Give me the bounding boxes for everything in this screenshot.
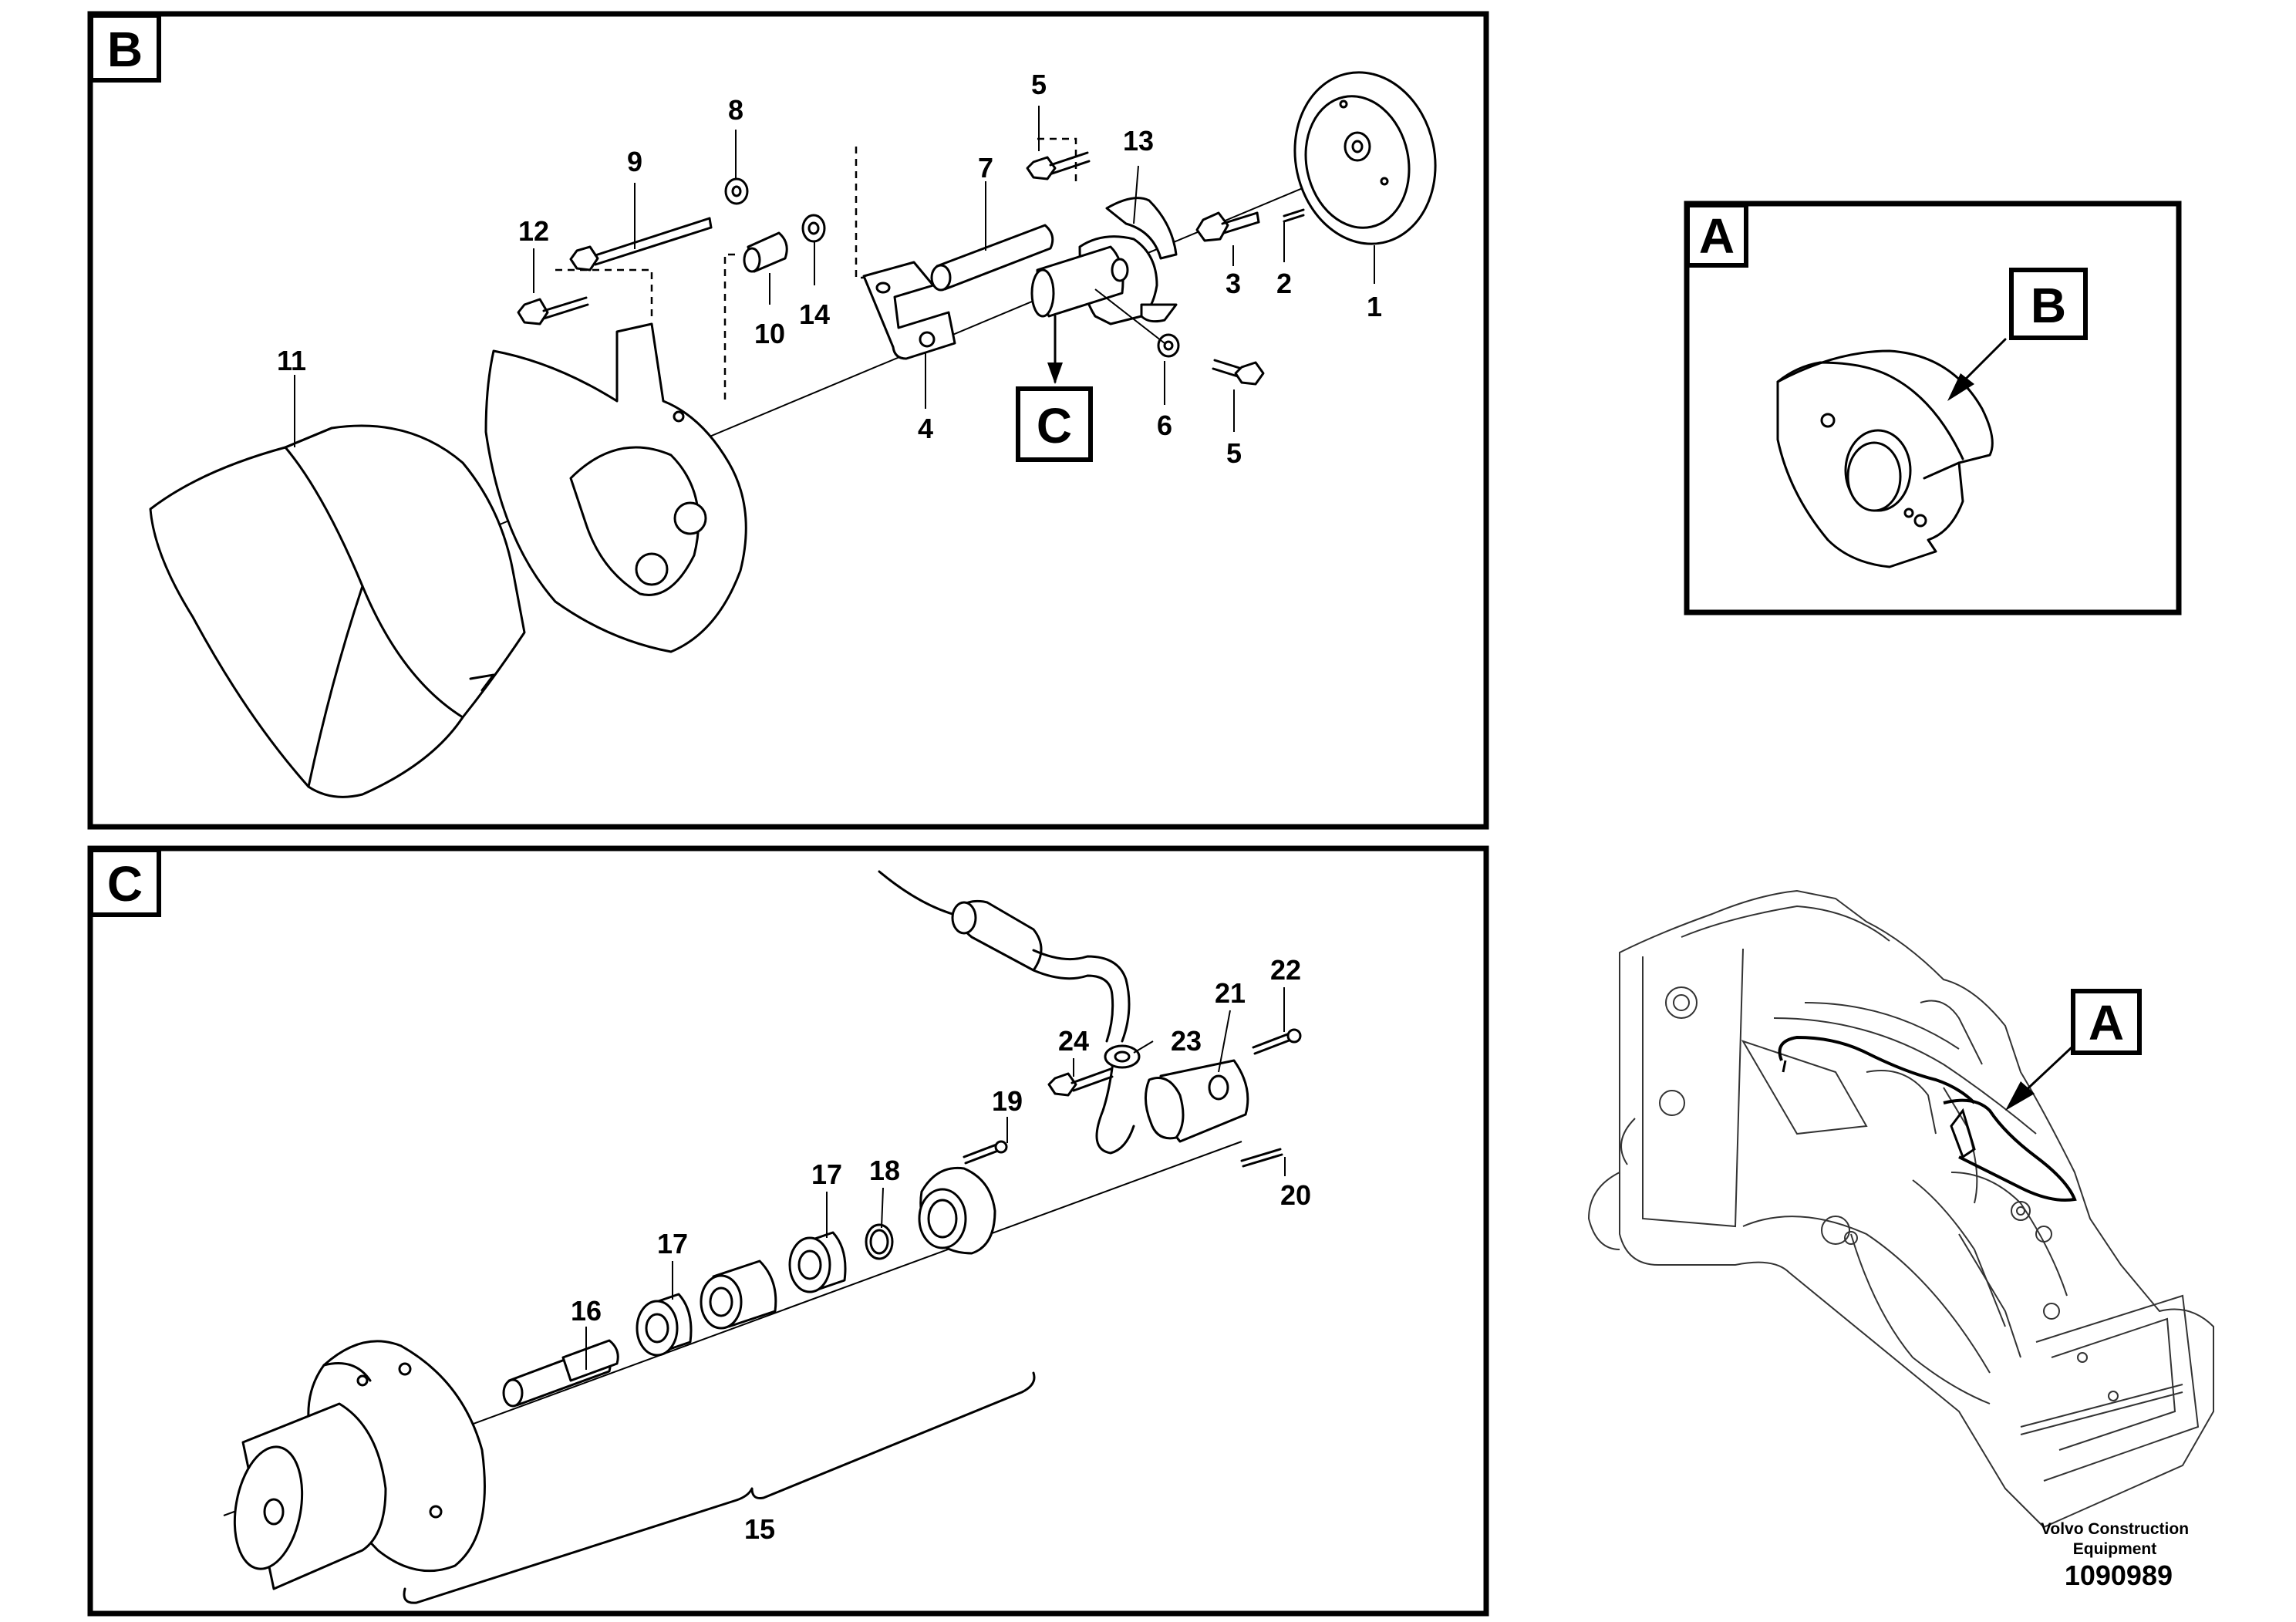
callout-15: 15 <box>744 1513 775 1545</box>
callout-13: 13 <box>1123 125 1154 157</box>
drawing-number: 1090989 <box>2064 1560 2173 1591</box>
callout-14: 14 <box>799 298 830 330</box>
panel-b-leaders <box>294 106 1375 447</box>
bolt-12-part <box>517 296 589 325</box>
panel-a-tag: A <box>1699 208 1735 264</box>
callout-11: 11 <box>277 345 306 376</box>
washer-6-part <box>1157 333 1180 358</box>
guard-cover-part <box>149 424 526 798</box>
callout-12: 12 <box>518 215 549 247</box>
bearing-17-left-part <box>636 1293 693 1357</box>
detail-b-reference: B <box>2031 278 2066 333</box>
callout-22: 22 <box>1270 954 1301 986</box>
sensor-21-part <box>1145 1059 1249 1143</box>
callout-18: 18 <box>869 1155 900 1186</box>
spacer-10-part <box>743 231 788 273</box>
shaft-16-part <box>502 1339 619 1408</box>
panel-c: C <box>87 845 1489 1617</box>
snap-ring-18-part <box>865 1223 894 1260</box>
washer-8-part <box>724 177 749 205</box>
shield-plate-part <box>484 322 747 653</box>
bolt-5-bottom-part <box>1212 359 1265 386</box>
footer-company-line1: Volvo Construction <box>2040 1520 2190 1538</box>
callout-17-left: 17 <box>657 1228 688 1259</box>
callout-24: 24 <box>1058 1025 1089 1057</box>
callout-10: 10 <box>754 318 785 349</box>
callout-7: 7 <box>978 152 993 184</box>
callout-4: 4 <box>918 413 933 444</box>
disc-1-part <box>1293 71 1437 245</box>
callout-19: 19 <box>992 1085 1023 1117</box>
panel-b: B <box>87 11 1489 830</box>
footer-company-line2: Equipment <box>2072 1540 2157 1558</box>
callout-2: 2 <box>1276 268 1292 299</box>
overview-highlight-cable <box>1778 1035 2077 1202</box>
callout-5-top: 5 <box>1031 69 1047 100</box>
screw-19-part <box>963 1140 1008 1165</box>
sensor-cover-view <box>1776 349 1994 568</box>
bolt-3-part <box>1195 211 1260 242</box>
brace-15 <box>403 1371 1036 1604</box>
panel-b-tag: B <box>107 22 143 77</box>
bearing-housing-part <box>918 1166 996 1255</box>
screw-22-part <box>1252 1028 1302 1055</box>
callout-1: 1 <box>1367 291 1382 322</box>
callout-6: 6 <box>1157 410 1172 441</box>
spacer-sleeve-part <box>700 1259 777 1330</box>
bracket-4-part <box>862 261 956 360</box>
washer-14-part <box>801 214 826 243</box>
footer-company: Volvo Construction Equipment <box>2022 1519 2207 1560</box>
callout-17-right: 17 <box>811 1158 842 1190</box>
hose-part <box>878 870 1135 1155</box>
hub-flange-part <box>233 1340 486 1590</box>
bearing-17-right-part <box>788 1231 847 1293</box>
callout-23: 23 <box>1171 1025 1202 1057</box>
callout-3: 3 <box>1226 268 1241 299</box>
bolt-5-top-part <box>1026 151 1091 180</box>
detail-a-reference: A <box>2089 995 2124 1050</box>
pin-7-part <box>930 224 1054 292</box>
bolt-24-part <box>1047 1067 1114 1097</box>
panel-a: A B <box>1684 201 2182 615</box>
pin-2-part <box>1283 208 1305 223</box>
long-bolt-9-part <box>569 217 713 271</box>
clamp-23-part <box>1104 1044 1141 1069</box>
callout-8: 8 <box>728 94 743 126</box>
panel-c-tag: C <box>107 856 143 912</box>
callout-20: 20 <box>1280 1179 1311 1211</box>
detail-c-reference: C <box>1037 398 1072 454</box>
callout-16: 16 <box>571 1295 602 1327</box>
overview-machine <box>1587 889 2214 1529</box>
panel-c-leaders <box>585 987 1286 1370</box>
callout-21: 21 <box>1215 977 1246 1009</box>
callout-5-bottom: 5 <box>1226 437 1242 469</box>
sensor-bracket-13-part <box>1030 197 1178 325</box>
pin-20-part <box>1240 1148 1283 1168</box>
callout-9: 9 <box>627 146 642 177</box>
